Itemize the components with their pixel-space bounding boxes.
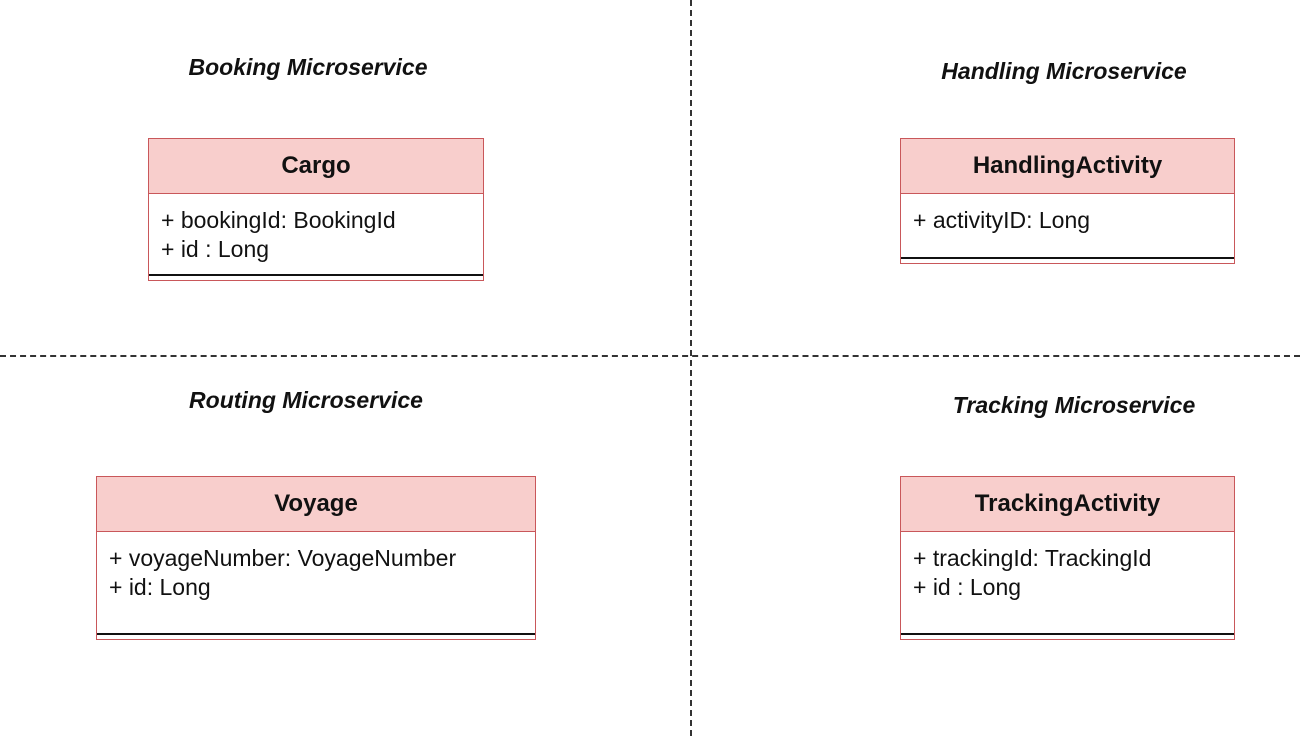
voyage-class-name: Voyage [97,477,535,532]
vertical-divider [690,0,692,736]
tracking-activity-methods-divider [901,633,1234,635]
voyage-attribute: + id: Long [109,574,211,600]
cargo-methods-divider [149,274,483,276]
handling-activity-methods-divider [901,257,1234,259]
voyage-methods-divider [97,633,535,635]
voyage-attribute: + voyageNumber: VoyageNumber [109,545,457,571]
cargo-class-box[interactable]: Cargo + bookingId: BookingId + id : Long [148,138,484,281]
voyage-attributes: + voyageNumber: VoyageNumber + id: Long [97,532,535,602]
routing-service-title: Routing Microservice [189,387,423,413]
tracking-service-title: Tracking Microservice [952,392,1196,418]
voyage-class-box[interactable]: Voyage + voyageNumber: VoyageNumber + id… [96,476,536,640]
handling-activity-attributes: + activityID: Long [901,194,1234,235]
tracking-activity-attribute: + id : Long [913,574,1022,600]
handling-activity-class-name: HandlingActivity [901,139,1234,194]
handling-service-title: Handling Microservice [941,58,1187,84]
tracking-activity-class-name: TrackingActivity [901,477,1234,532]
booking-service-title: Booking Microservice [188,54,428,80]
horizontal-divider [0,355,1300,357]
handling-activity-class-box[interactable]: HandlingActivity + activityID: Long [900,138,1235,264]
cargo-attribute: + id : Long [161,236,270,262]
handling-activity-attribute: + activityID: Long [913,207,1091,233]
cargo-class-name: Cargo [149,139,483,194]
tracking-activity-attribute: + trackingId: TrackingId [913,545,1152,571]
cargo-attribute: + bookingId: BookingId [161,207,396,233]
tracking-activity-class-box[interactable]: TrackingActivity + trackingId: TrackingI… [900,476,1235,640]
tracking-activity-attributes: + trackingId: TrackingId + id : Long [901,532,1234,602]
cargo-attributes: + bookingId: BookingId + id : Long [149,194,483,264]
